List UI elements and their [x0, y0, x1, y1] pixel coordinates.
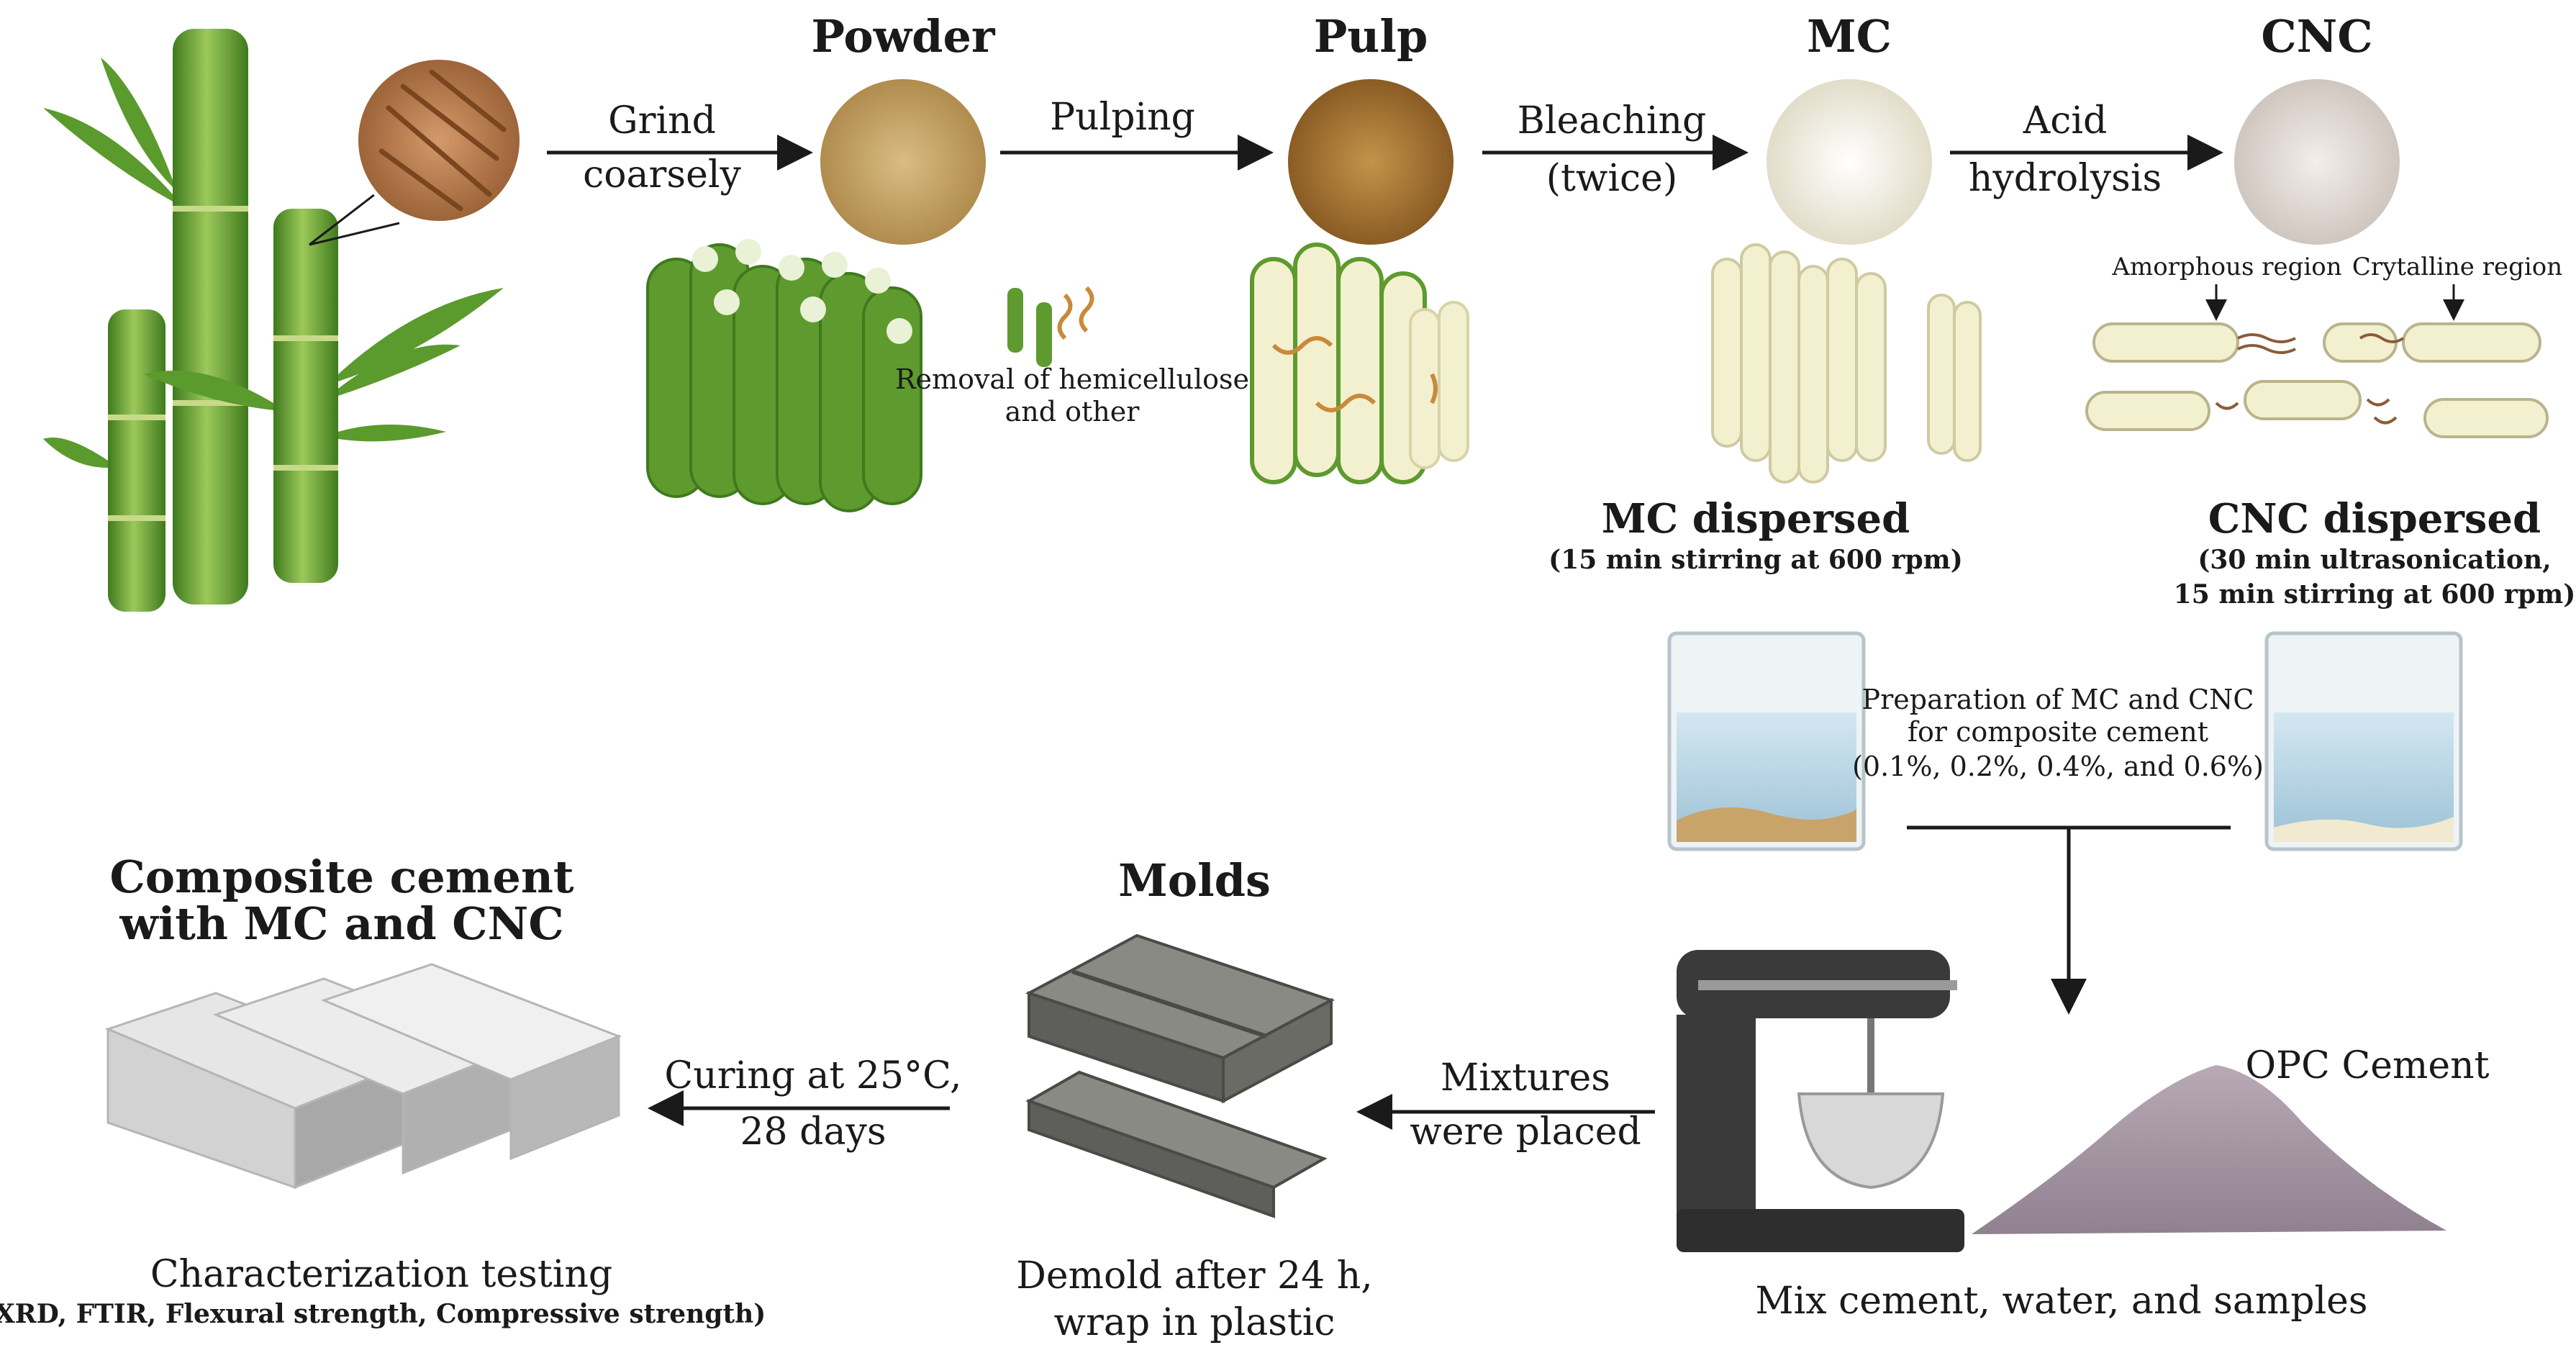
opc-cement-pile-illustration: [1972, 1065, 2446, 1234]
powder-sample-image: [820, 79, 986, 245]
preparation-line3: (0.1%, 0.2%, 0.4%, and 0.6%): [1852, 751, 2264, 782]
composite-title-line2: with MC and CNC: [119, 897, 563, 950]
pulp-fiber-illustration: [1250, 243, 1469, 484]
step-bleaching-line1: Bleaching: [1518, 99, 1707, 142]
step-acid-line2: hydrolysis: [1969, 157, 2162, 200]
stage-title-pulp: Pulp: [1314, 10, 1428, 63]
stand-mixer-illustration: [1677, 950, 1964, 1252]
mold-illustration: [1025, 933, 1335, 1218]
mix-label: Mix cement, water, and samples: [1755, 1280, 2367, 1323]
mc-beaker-illustration: [1667, 631, 1866, 851]
mc-fiber-illustration: [1711, 243, 1982, 484]
step-acid-line1: Acid: [2023, 99, 2108, 142]
mixtures-line1: Mixtures: [1441, 1056, 1610, 1100]
cnc-sample-image: [2234, 79, 2400, 245]
composite-title-line1: Composite cement: [109, 851, 573, 903]
curing-line2: 28 days: [740, 1110, 886, 1154]
molds-detail-line2: wrap in plastic: [1053, 1301, 1335, 1344]
cnc-dispersed-title: CNC dispersed: [2208, 495, 2541, 543]
amorphous-region-label: Amorphous region: [2111, 253, 2341, 281]
molds-title: Molds: [1118, 854, 1271, 907]
step-pulping: Pulping: [1050, 96, 1195, 139]
step-grind-line1: Grind: [608, 99, 716, 142]
mc-sample-image: [1767, 79, 1932, 245]
mixtures-line2: were placed: [1410, 1110, 1641, 1154]
hemicellulose-removal-icon: [1007, 286, 1094, 367]
bamboo-plant-illustration: [43, 29, 524, 612]
step-bleaching-line2: (twice): [1546, 157, 1678, 200]
removal-note-line1: Removal of hemicellulose: [895, 363, 1249, 395]
cnc-dispersed-detail-line2: 15 min stirring at 600 rpm): [2174, 579, 2576, 610]
cnc-dispersed-detail-line1: (30 min ultrasonication,: [2198, 545, 2551, 575]
preparation-line2: for composite cement: [1908, 716, 2208, 748]
stage-title-cnc: CNC: [2261, 10, 2372, 63]
preparation-line1: Preparation of MC and CNC: [1862, 684, 2254, 715]
opc-cement-label: OPC Cement: [2246, 1044, 2490, 1087]
curing-line1: Curing at 25°C,: [664, 1054, 961, 1097]
cnc-crystal-illustration: [2085, 322, 2549, 438]
testing-list: (XRD, FTIR, Flexural strength, Compressi…: [0, 1299, 766, 1329]
stage-title-mc: MC: [1807, 10, 1892, 63]
fiber-bundle-illustration: [646, 239, 922, 512]
molds-detail-line1: Demold after 24 h,: [1016, 1254, 1373, 1298]
crystalline-region-label: Crytalline region: [2352, 253, 2562, 281]
pulp-sample-image: [1288, 79, 1453, 245]
removal-note-line2: and other: [1005, 396, 1140, 427]
step-grind-line2: coarsely: [583, 153, 741, 196]
mc-dispersed-detail: (15 min stirring at 600 rpm): [1548, 545, 1963, 575]
mc-dispersed-title: MC dispersed: [1602, 495, 1910, 543]
composite-blocks-illustration: [104, 963, 622, 1190]
cnc-beaker-illustration: [2264, 631, 2463, 851]
testing-title: Characterization testing: [150, 1253, 612, 1296]
stage-title-powder: Powder: [811, 10, 995, 63]
